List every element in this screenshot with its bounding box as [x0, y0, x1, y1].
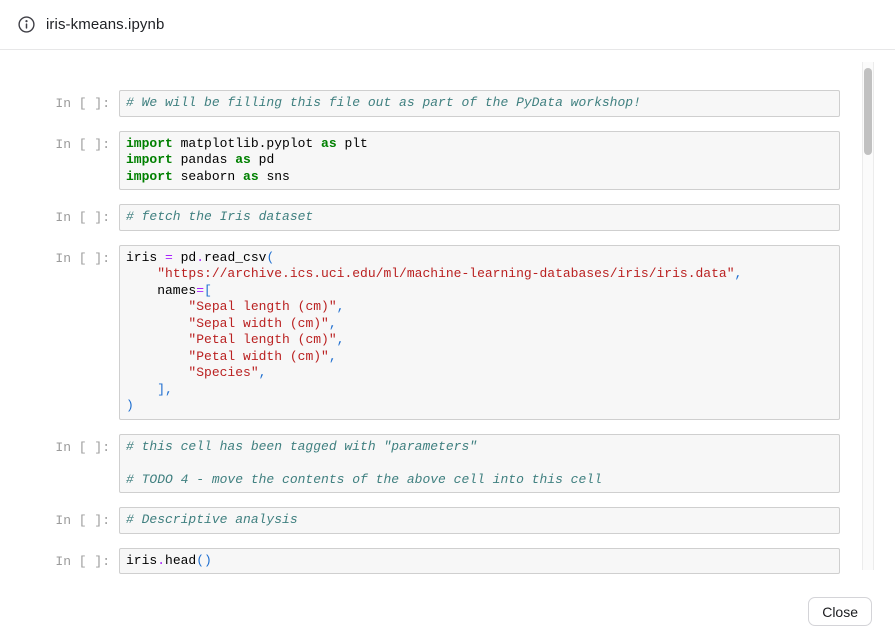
code-line: # fetch the Iris dataset	[126, 209, 833, 226]
cell-input-area: # We will be filling this file out as pa…	[119, 90, 840, 117]
notebook-cell: In [ ]: # We will be filling this file ou…	[55, 90, 840, 117]
notebook-cell: In [ ]: # this cell has been tagged with …	[55, 434, 840, 494]
notebook-title: iris-kmeans.ipynb	[46, 16, 164, 33]
code-line: import matplotlib.pyplot as plt	[126, 136, 833, 153]
notebook-cell: In [ ]: # Descriptive analysis	[55, 507, 840, 534]
code-line: "Sepal width (cm)",	[126, 316, 833, 333]
code-line: )	[126, 398, 833, 415]
cell-input-area: iris.head()	[119, 548, 840, 575]
code-line: # We will be filling this file out as pa…	[126, 95, 833, 112]
code-line: # this cell has been tagged with "parame…	[126, 439, 833, 456]
cell-input-area: # Descriptive analysis	[119, 507, 840, 534]
cell-input-area: import matplotlib.pyplot as pltimport pa…	[119, 131, 840, 191]
info-icon[interactable]	[18, 16, 35, 33]
code-line: import pandas as pd	[126, 152, 833, 169]
scrollbar-track[interactable]	[862, 62, 874, 570]
code-line: "Sepal length (cm)",	[126, 299, 833, 316]
code-line	[126, 455, 833, 472]
notebook-cell: In [ ]:iris = pd.read_csv( "https://arch…	[55, 245, 840, 420]
notebook-cells: In [ ]: # We will be filling this file ou…	[55, 90, 840, 574]
cell-prompt: In [ ]:	[55, 90, 110, 117]
cell-prompt: In [ ]:	[55, 131, 110, 191]
cell-input-area: # this cell has been tagged with "parame…	[119, 434, 840, 494]
code-line: import seaborn as sns	[126, 169, 833, 186]
cell-prompt: In [ ]:	[55, 245, 110, 420]
cell-input-area: # fetch the Iris dataset	[119, 204, 840, 231]
code-line: iris.head()	[126, 553, 833, 570]
cell-input-area: iris = pd.read_csv( "https://archive.ics…	[119, 245, 840, 420]
notebook-scroll-area[interactable]: In [ ]: # We will be filling this file ou…	[0, 51, 895, 578]
cell-prompt: In [ ]:	[55, 204, 110, 231]
cell-prompt: In [ ]:	[55, 507, 110, 534]
code-line: iris = pd.read_csv(	[126, 250, 833, 267]
code-line: "https://archive.ics.uci.edu/ml/machine-…	[126, 266, 833, 283]
modal-header: iris-kmeans.ipynb	[0, 0, 895, 50]
scrollbar-thumb[interactable]	[864, 68, 872, 155]
notebook-cell: In [ ]:import matplotlib.pyplot as pltim…	[55, 131, 840, 191]
notebook-cell: In [ ]: iris.head()	[55, 548, 840, 575]
code-line: # Descriptive analysis	[126, 512, 833, 529]
cell-prompt: In [ ]:	[55, 434, 110, 494]
code-line: "Petal width (cm)",	[126, 349, 833, 366]
close-button[interactable]: Close	[808, 597, 872, 626]
code-line: ],	[126, 382, 833, 399]
code-line: # TODO 4 - move the contents of the abov…	[126, 472, 833, 489]
code-line: "Species",	[126, 365, 833, 382]
notebook-cell: In [ ]: # fetch the Iris dataset	[55, 204, 840, 231]
cell-prompt: In [ ]:	[55, 548, 110, 575]
code-line: names=[	[126, 283, 833, 300]
code-line: "Petal length (cm)",	[126, 332, 833, 349]
